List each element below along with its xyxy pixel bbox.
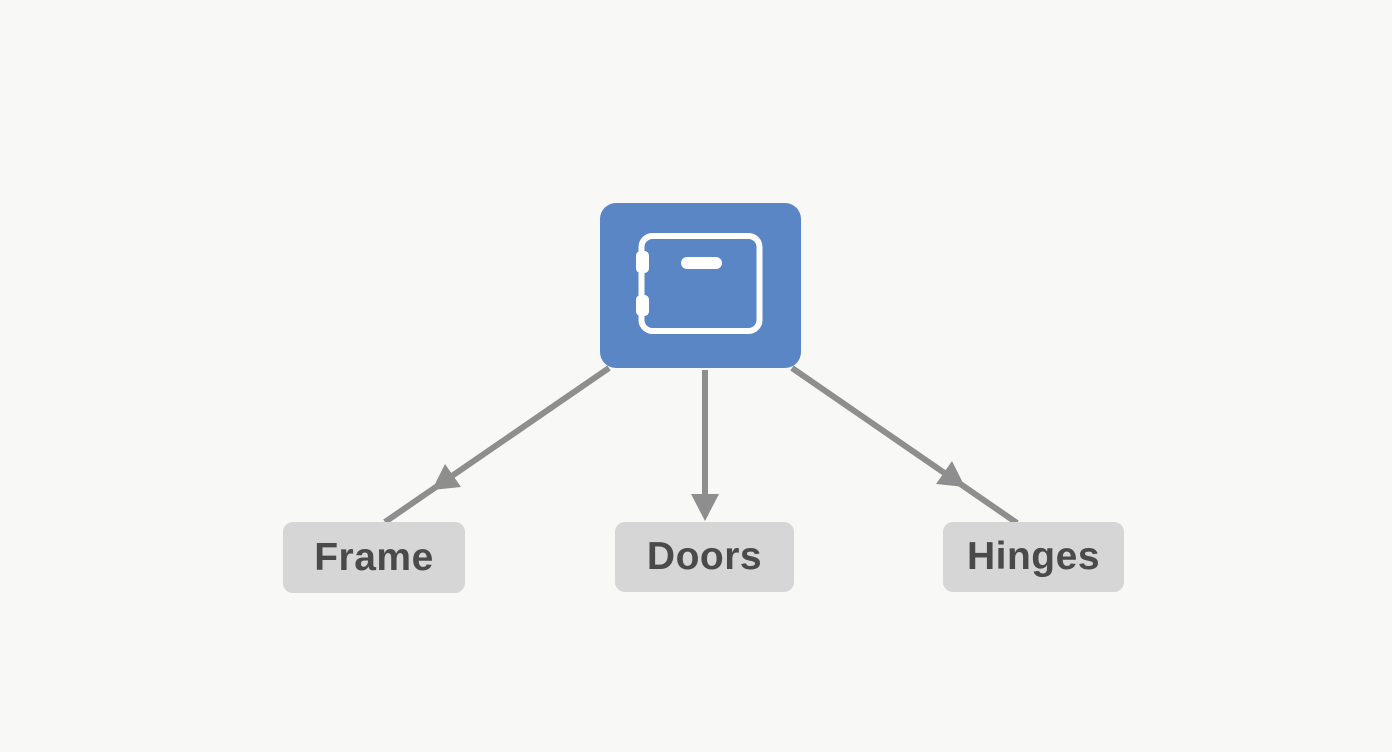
arrow-line [790,365,1019,526]
arrow-head [432,464,461,490]
arrow-head [936,461,965,487]
node-doors: Doors [615,522,794,592]
arrow-root-to-frame [383,365,611,525]
cabinet-hinge-top [636,251,649,273]
cabinet-icon [636,233,763,334]
arrow-line [383,365,611,525]
root-node [600,203,801,368]
arrow-root-to-hinges [790,365,1019,526]
node-hinges-label: Hinges [966,535,1101,578]
node-frame: Frame [283,522,465,593]
cabinet-hinge-bottom [636,295,649,316]
node-frame-label: Frame [314,535,434,579]
cabinet-handle [681,257,722,269]
node-doors-label: Doors [646,535,763,578]
arrow-root-to-doors [691,370,719,521]
arrow-head [691,494,719,521]
cabinet-body [638,233,763,334]
node-hinges: Hinges [943,522,1124,592]
